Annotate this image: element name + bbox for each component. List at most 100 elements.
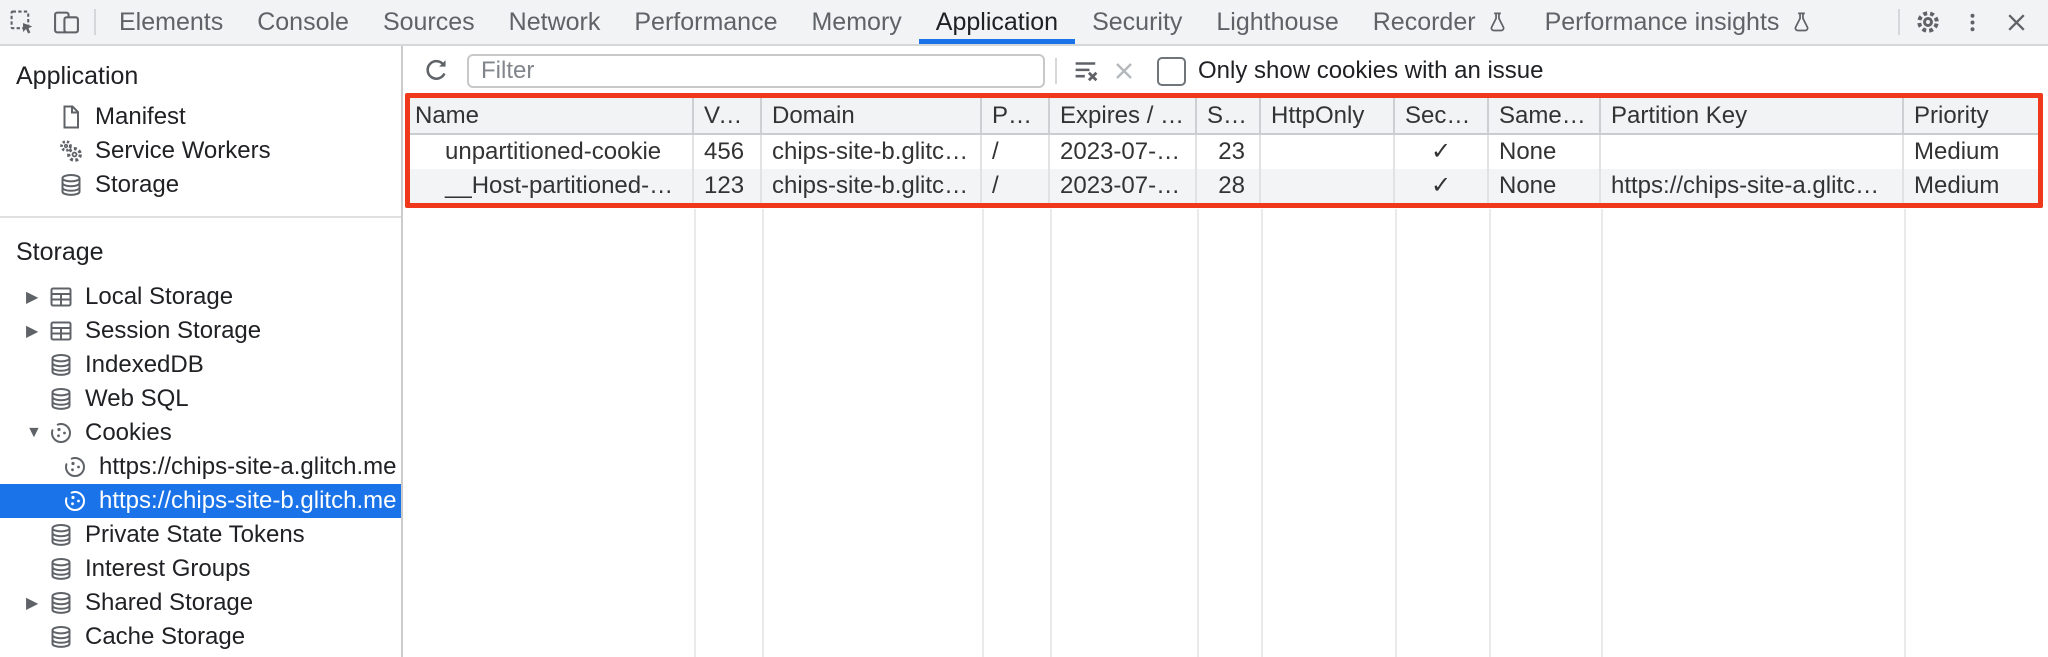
tabbar-divider [1898, 9, 1900, 35]
cookie-value-cell[interactable]: 456 [694, 135, 762, 169]
cookie-domain-cell[interactable]: chips-site-b.glitch.me [762, 169, 982, 203]
sidebar-item-cookies[interactable]: ▼ Cookies [0, 416, 401, 450]
sidebar-item-label: IndexedDB [85, 351, 204, 378]
only-issue-checkbox[interactable] [1157, 56, 1186, 86]
cookie-expires-cell[interactable]: 2023-07-07… [1050, 169, 1197, 203]
clear-x-icon[interactable] [1105, 52, 1143, 90]
sidebar-item-manifest[interactable]: Manifest [0, 100, 401, 134]
cookie-httponly-cell[interactable] [1261, 169, 1395, 203]
tab-sources[interactable]: Sources [366, 0, 492, 44]
tab-label: Elements [119, 7, 224, 36]
inspect-cursor-icon[interactable] [0, 0, 44, 44]
chevron-right-icon[interactable]: ▶ [26, 289, 39, 306]
tab-memory[interactable]: Memory [794, 0, 918, 44]
cookie-partition-key-cell[interactable]: https://chips-site-a.glitch.me [1601, 169, 1904, 203]
cookie-row-unpartitioned[interactable]: unpartitioned-cookie 456 chips-site-b.gl… [405, 135, 2042, 169]
tab-lighthouse[interactable]: Lighthouse [1199, 0, 1355, 44]
tab-security[interactable]: Security [1075, 0, 1199, 44]
chevron-right-icon[interactable]: ▶ [26, 595, 39, 612]
database-icon [48, 522, 74, 548]
cookie-name-cell[interactable]: unpartitioned-cookie [405, 135, 694, 169]
chevron-right-icon[interactable]: ▶ [26, 323, 39, 340]
filter-input[interactable] [467, 54, 1045, 88]
tab-performance-insights[interactable]: Performance insights [1528, 0, 1832, 44]
sidebar-item-storage[interactable]: Storage [0, 168, 401, 202]
cookie-partition-key-cell[interactable] [1601, 135, 1904, 169]
manifest-document-icon [58, 104, 84, 130]
cookie-samesite-cell[interactable]: None [1489, 135, 1601, 169]
sidebar-item-label: https://chips-site-b.glitch.me [99, 487, 397, 514]
tab-application[interactable]: Application [919, 0, 1075, 44]
cookie-secure-cell[interactable]: ✓ [1395, 169, 1489, 203]
sidebar-item-cookies-chips-site-a[interactable]: https://chips-site-a.glitch.me [0, 450, 401, 484]
cookie-samesite-cell[interactable]: None [1489, 169, 1601, 203]
gear-icon[interactable] [1906, 0, 1950, 44]
sidebar-item-private-state-tokens[interactable]: Private State Tokens [0, 518, 401, 552]
sidebar-item-indexeddb[interactable]: IndexedDB [0, 348, 401, 382]
sidebar-item-label: Web SQL [85, 385, 189, 412]
sidebar-item-label: Service Workers [95, 137, 271, 164]
tab-network[interactable]: Network [492, 0, 618, 44]
application-sidebar: Application Manifest Service Workers [0, 46, 403, 657]
database-icon [48, 556, 74, 582]
column-header-domain[interactable]: Domain [762, 98, 982, 133]
column-header-size[interactable]: Size [1197, 98, 1261, 133]
sidebar-item-label: Local Storage [85, 283, 234, 310]
sidebar-section-title-application: Application [16, 62, 139, 90]
cookie-priority-cell[interactable]: Medium [1914, 138, 2000, 165]
sidebar-item-web-sql[interactable]: Web SQL [0, 382, 401, 416]
database-icon [48, 386, 74, 412]
column-header-httponly[interactable]: HttpOnly [1261, 98, 1395, 133]
column-header-path[interactable]: Path [982, 98, 1050, 133]
database-icon [48, 352, 74, 378]
tab-elements[interactable]: Elements [102, 0, 240, 44]
cookie-name-cell[interactable]: __Host-partitioned-cookie [405, 169, 694, 203]
cookie-icon [62, 488, 88, 514]
cookie-expires-cell[interactable]: 2023-07-07… [1050, 135, 1197, 169]
column-header-samesite[interactable]: SameSite [1489, 98, 1601, 133]
column-header-value[interactable]: Value [694, 98, 762, 133]
sidebar-item-interest-groups[interactable]: Interest Groups [0, 552, 401, 586]
column-header-secure[interactable]: Secure [1395, 98, 1489, 133]
cookie-httponly-cell[interactable] [1261, 135, 1395, 169]
column-header-expires[interactable]: Expires / M… [1050, 98, 1197, 133]
cookie-priority-cell[interactable]: Medium [1914, 172, 2000, 199]
sidebar-item-label: Private State Tokens [85, 521, 305, 548]
column-header-name[interactable]: Name [405, 98, 694, 133]
sidebar-item-shared-storage[interactable]: ▶ Shared Storage [0, 586, 401, 620]
sidebar-item-cookies-chips-site-b[interactable]: https://chips-site-b.glitch.me [0, 484, 401, 518]
cookie-size-cell[interactable]: 28 [1197, 169, 1261, 203]
tab-label: Sources [382, 7, 475, 36]
cookie-domain-cell[interactable]: chips-site-b.glitch.me [762, 135, 982, 169]
column-header-partition-key[interactable]: Partition Key [1601, 98, 1904, 133]
cookie-value-cell[interactable]: 123 [694, 169, 762, 203]
filter-clear-icon[interactable] [1067, 52, 1105, 90]
sidebar-section-divider [0, 216, 401, 218]
cookie-row-host-partitioned[interactable]: __Host-partitioned-cookie 123 chips-site… [405, 169, 2042, 203]
cookie-secure-cell[interactable]: ✓ [1395, 135, 1489, 169]
device-toolbar-icon[interactable] [44, 0, 88, 44]
sidebar-item-session-storage[interactable]: ▶ Session Storage [0, 314, 401, 348]
only-issue-checkbox-label[interactable]: Only show cookies with an issue [1198, 57, 1544, 84]
kebab-menu-icon[interactable] [1950, 0, 1994, 44]
sidebar-item-service-workers[interactable]: Service Workers [0, 134, 401, 168]
sidebar-item-label: Cache Storage [85, 623, 246, 650]
tab-console[interactable]: Console [240, 0, 366, 44]
tab-label: Console [257, 7, 349, 36]
tab-performance[interactable]: Performance [617, 0, 794, 44]
column-header-priority[interactable]: Priority [1914, 102, 1989, 129]
cookies-table-header: Name Value Domain Path Expires / M… Size… [405, 98, 2042, 135]
experiment-flask-icon [1788, 9, 1814, 35]
sidebar-item-local-storage[interactable]: ▶ Local Storage [0, 280, 401, 314]
cookie-size-cell[interactable]: 23 [1197, 135, 1261, 169]
toolbar-divider [1055, 58, 1057, 84]
chevron-down-icon[interactable]: ▼ [26, 424, 42, 441]
cookie-path-cell[interactable]: / [982, 135, 1050, 169]
cookie-path-cell[interactable]: / [982, 169, 1050, 203]
tab-recorder[interactable]: Recorder [1356, 0, 1528, 44]
refresh-icon[interactable] [417, 52, 455, 90]
close-icon[interactable] [1994, 0, 2038, 44]
sidebar-item-cache-storage[interactable]: Cache Storage [0, 620, 401, 654]
sidebar-item-label: Storage [95, 171, 180, 198]
